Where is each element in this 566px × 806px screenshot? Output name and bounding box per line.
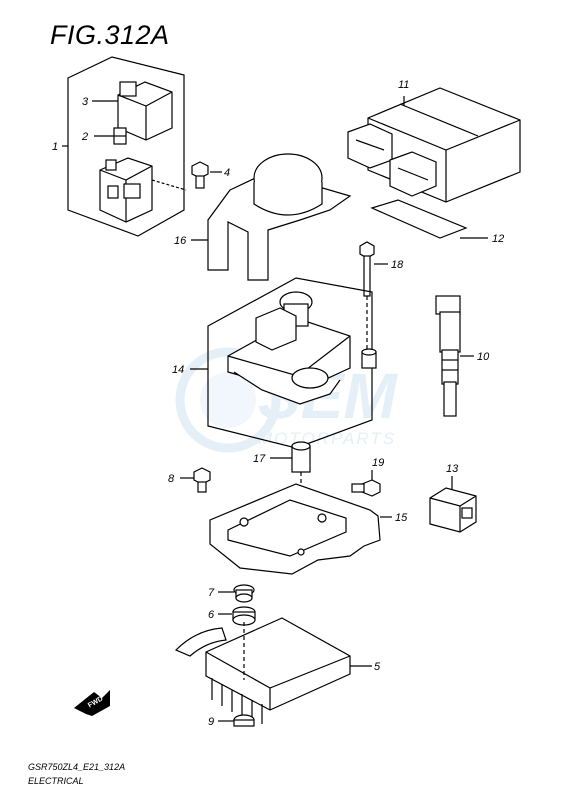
sensor-unit-part <box>227 291 351 405</box>
callout-8: 8 <box>168 473 175 485</box>
fwd-arrow-icon: FWD <box>74 690 110 716</box>
collar-part <box>361 348 377 369</box>
connector-part-13 <box>429 476 477 533</box>
bolt-part-18 <box>359 241 388 360</box>
model-code: GSR750ZL4_E21_312A <box>28 762 126 772</box>
callout-3: 3 <box>82 96 89 108</box>
callout-19: 19 <box>372 457 384 469</box>
callout-10: 10 <box>477 351 490 363</box>
callout-5: 5 <box>374 661 381 673</box>
regulator-part <box>174 617 372 724</box>
grommet-part-7 <box>218 584 255 603</box>
starter-relay-part <box>99 157 187 223</box>
callout-14: 14 <box>172 364 184 376</box>
bolt-part-9 <box>218 714 255 727</box>
watermark-subtitle: MOTORPARTS <box>258 429 396 448</box>
callout-12: 12 <box>492 233 504 245</box>
section-name: ELECTRICAL <box>28 776 84 786</box>
callout-13: 13 <box>446 463 459 475</box>
callout-7: 7 <box>208 587 215 599</box>
fuse-part <box>113 127 127 145</box>
callout-4: 4 <box>224 167 230 179</box>
ecm-unit-part <box>347 87 521 203</box>
callout-17: 17 <box>253 453 266 465</box>
mounting-plate-part <box>209 483 392 575</box>
callout-16: 16 <box>174 235 187 247</box>
callout-18: 18 <box>391 259 404 271</box>
callout-6: 6 <box>208 609 215 621</box>
ecm-pad-part <box>370 199 488 239</box>
bolt-part-4 <box>191 161 222 189</box>
callout-15: 15 <box>395 512 408 524</box>
bolt-part-19 <box>351 470 381 497</box>
relay-assembly-group <box>62 56 187 237</box>
sensor-unit-group <box>190 277 377 449</box>
spacer-part-6 <box>218 606 256 626</box>
ecm-bracket-part <box>191 153 352 281</box>
figure-title: FIG.312A <box>50 20 170 50</box>
callout-labels: 1 2 3 4 5 6 7 8 9 10 11 12 13 14 15 16 1… <box>52 79 504 728</box>
ignition-coil-part <box>435 295 474 417</box>
callout-11: 11 <box>398 79 409 91</box>
callout-2: 2 <box>81 131 88 143</box>
bolt-part-8 <box>180 467 211 493</box>
callout-9: 9 <box>208 716 214 728</box>
callout-1: 1 <box>52 141 58 153</box>
